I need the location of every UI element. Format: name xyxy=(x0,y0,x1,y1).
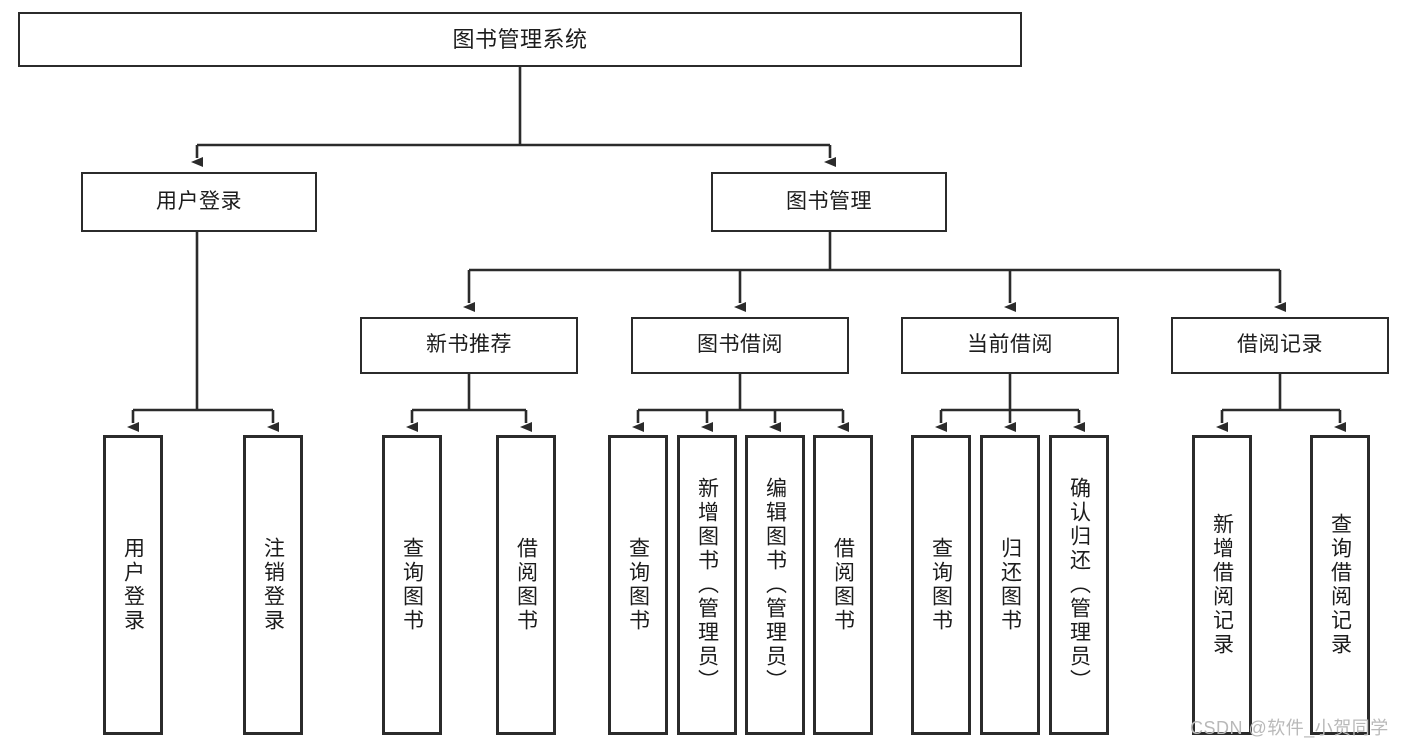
node-root-system[interactable]: 图书管理系统 xyxy=(18,12,1022,67)
node-label: 图书管理 xyxy=(786,189,872,213)
leaf-borrow-book[interactable]: 借阅图书 xyxy=(813,435,873,735)
node-label: 借阅图书 xyxy=(514,537,538,633)
node-label: 查询图书 xyxy=(400,537,424,633)
node-label: 当前借阅 xyxy=(967,333,1053,357)
leaf-return-book[interactable]: 归还图书 xyxy=(980,435,1040,735)
leaf-add-borrow-record[interactable]: 新增借阅记录 xyxy=(1192,435,1252,735)
node-label: 新书推荐 xyxy=(426,333,512,357)
node-label: 用户登录 xyxy=(156,189,242,213)
leaf-query-book-new[interactable]: 查询图书 xyxy=(382,435,442,735)
node-label: 注销登录 xyxy=(261,537,285,633)
leaf-confirm-return-admin[interactable]: 确认归还（管理员） xyxy=(1049,435,1109,735)
node-label: 新增图书（管理员） xyxy=(695,477,719,693)
node-label: 用户登录 xyxy=(121,537,145,633)
node-new-book-recommend[interactable]: 新书推荐 xyxy=(360,317,578,374)
leaf-borrow-book-new[interactable]: 借阅图书 xyxy=(496,435,556,735)
leaf-query-book-current[interactable]: 查询图书 xyxy=(911,435,971,735)
watermark: CSDN @软件_小贺同学 xyxy=(1190,718,1389,738)
leaf-edit-book-admin[interactable]: 编辑图书（管理员） xyxy=(745,435,805,735)
node-label: 归还图书 xyxy=(998,537,1022,633)
node-book-management[interactable]: 图书管理 xyxy=(711,172,947,232)
leaf-query-borrow-record[interactable]: 查询借阅记录 xyxy=(1310,435,1370,735)
node-label: 编辑图书（管理员） xyxy=(763,477,787,693)
node-label: 确认归还（管理员） xyxy=(1067,477,1091,693)
node-label: 查询借阅记录 xyxy=(1328,513,1352,657)
node-label: 借阅记录 xyxy=(1237,333,1323,357)
node-label: 图书管理系统 xyxy=(452,26,588,52)
node-borrow-record[interactable]: 借阅记录 xyxy=(1171,317,1389,374)
leaf-user-login[interactable]: 用户登录 xyxy=(103,435,163,735)
node-user-login[interactable]: 用户登录 xyxy=(81,172,317,232)
node-label: 图书借阅 xyxy=(697,333,783,357)
node-current-borrow[interactable]: 当前借阅 xyxy=(901,317,1119,374)
node-label: 查询图书 xyxy=(929,537,953,633)
node-label: 借阅图书 xyxy=(831,537,855,633)
node-book-borrow[interactable]: 图书借阅 xyxy=(631,317,849,374)
node-label: 新增借阅记录 xyxy=(1210,513,1234,657)
leaf-add-book-admin[interactable]: 新增图书（管理员） xyxy=(677,435,737,735)
leaf-logout[interactable]: 注销登录 xyxy=(243,435,303,735)
node-label: 查询图书 xyxy=(626,537,650,633)
leaf-query-book-borrow[interactable]: 查询图书 xyxy=(608,435,668,735)
